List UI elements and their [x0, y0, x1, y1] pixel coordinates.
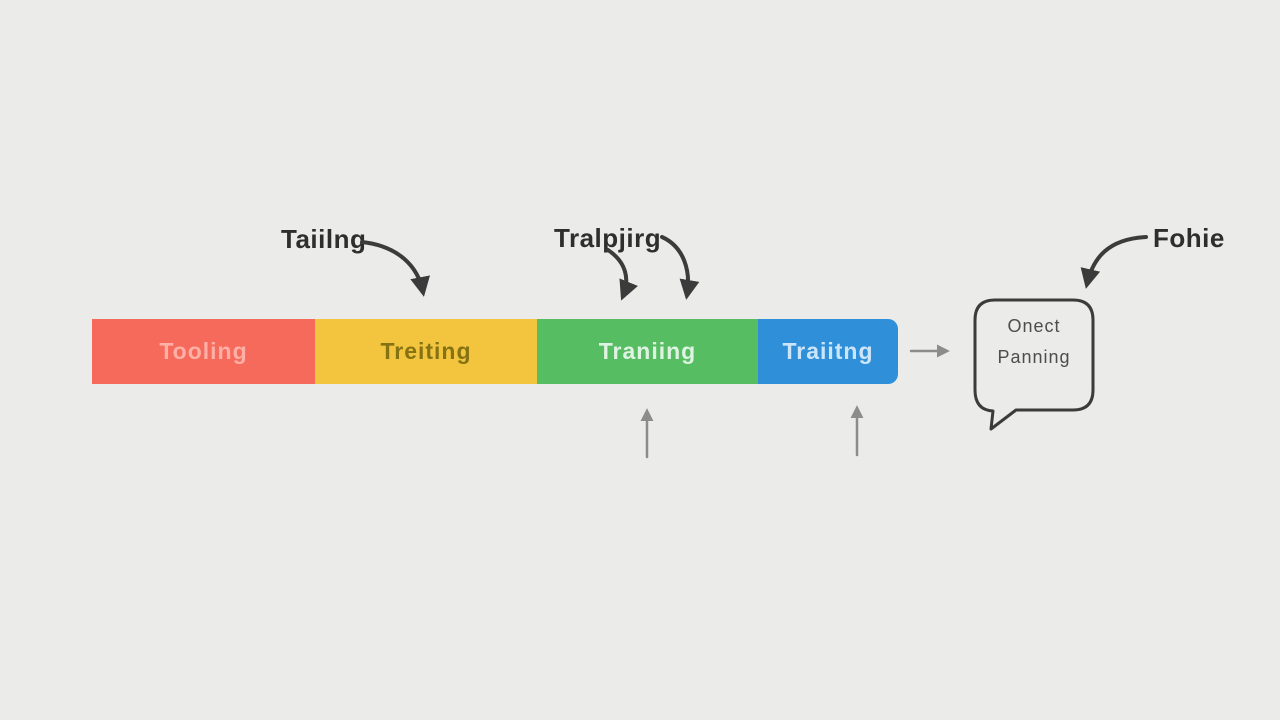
tralping-left-curved-arrow-icon: [606, 248, 638, 301]
bar-segment-blue: Traiitng: [758, 319, 898, 384]
callout-label-fohie: Fohie: [1153, 223, 1225, 253]
bar-segment-green: Traniing: [537, 319, 758, 384]
bar-segment-red-label: Tooling: [159, 338, 248, 364]
process-bar: Tooling Treiting Traniing Traiitng: [92, 319, 898, 384]
fohie-curved-arrow-icon: [1080, 235, 1148, 289]
callout-label-tralping: Tralpjirg: [554, 223, 662, 253]
speech-bubble-content: Onect Panning: [975, 316, 1093, 367]
bar-segment-green-label: Traniing: [598, 338, 697, 364]
bar-segment-yellow-label: Treiting: [380, 338, 472, 364]
speech-bubble-line1: Onect: [1007, 316, 1061, 336]
speech-bubble-outline: [973, 298, 1095, 431]
speech-bubble-line2: Panning: [997, 347, 1071, 367]
callout-label-tailing: Taiilng: [281, 224, 367, 254]
tralping-right-curved-arrow-icon: [660, 235, 700, 300]
bar-segment-blue-label: Traiitng: [782, 338, 874, 364]
tailing-curved-arrow-icon: [360, 240, 430, 297]
bar-segment-yellow: Treiting: [315, 319, 537, 384]
bar-segment-red: Tooling: [92, 319, 315, 384]
